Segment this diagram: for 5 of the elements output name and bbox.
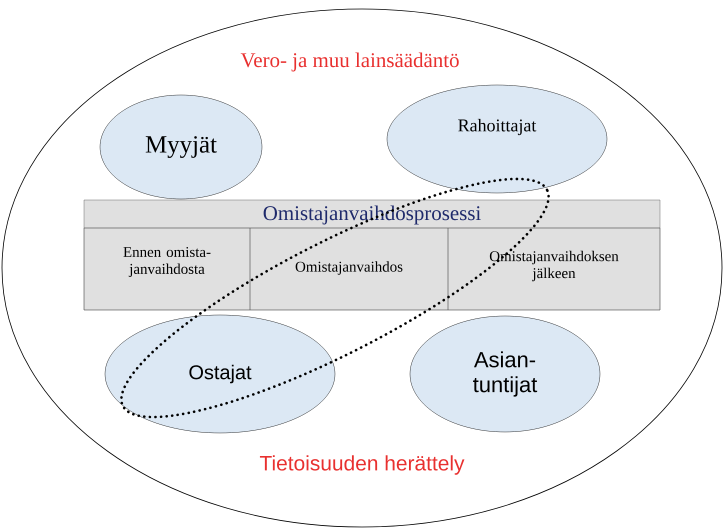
table-cell: Omistajanvaihdoksen jälkeen	[448, 228, 660, 310]
region-label: Tietoisuuden herättely	[260, 455, 464, 475]
table-cell: Ennen omista- janvaihdosta	[84, 228, 250, 310]
table-cell: Omistajanvaihdos	[250, 228, 448, 310]
region-label: Vero- ja muu lainsäädäntö	[240, 52, 459, 72]
